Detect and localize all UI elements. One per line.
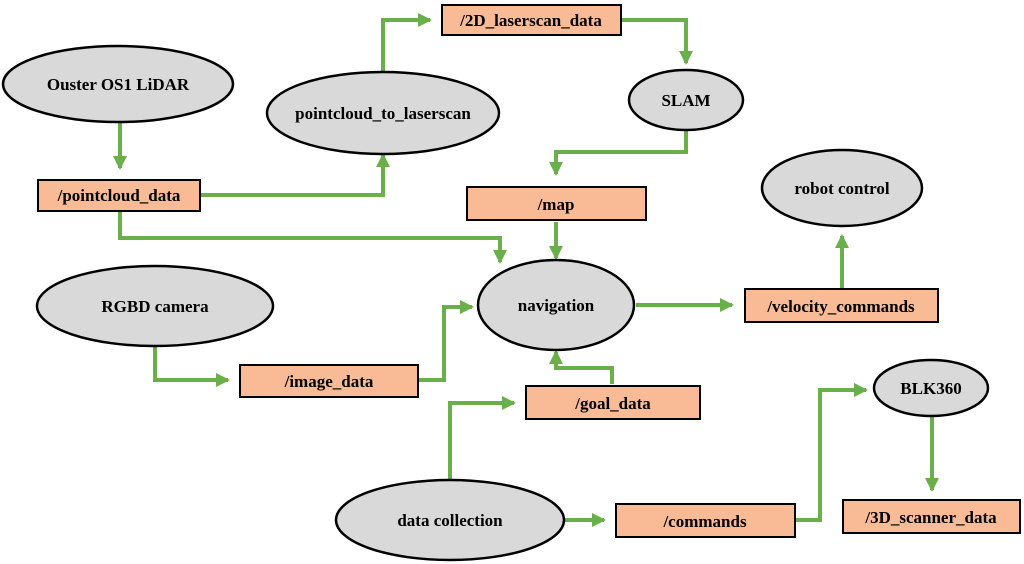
node-ouster-os1-lidar: Ouster OS1 LiDAR — [1, 44, 235, 124]
topic-2d-laserscan-data: /2D_laserscan_data — [441, 4, 622, 36]
edge-commands-to-blk360 — [795, 383, 868, 522]
node-label: navigation — [518, 296, 595, 315]
topic-label: /goal_data — [574, 394, 651, 413]
node-navigation: navigation — [476, 258, 636, 352]
edge-rgbd-to-image — [153, 345, 230, 387]
topic-label: /3D_scanner_data — [864, 508, 997, 527]
topic-label: /commands — [662, 512, 747, 531]
topic-label: /map — [537, 195, 575, 214]
edge-pointcloud-to-navigation — [118, 212, 507, 264]
edge-image-to-navigation — [418, 300, 474, 382]
node-label: SLAM — [661, 91, 710, 110]
node-label: Ouster OS1 LiDAR — [47, 75, 190, 94]
node-label: data collection — [397, 511, 503, 530]
topic-goal-data: /goal_data — [525, 385, 701, 420]
topic-3d-scanner-data: /3D_scanner_data — [842, 499, 1021, 534]
node-label: pointcloud_to_laserscan — [295, 104, 471, 123]
node-label: RGBD camera — [101, 297, 209, 316]
edge-laserscan-to-slam — [622, 18, 693, 65]
edge-pointcloud-to-pc2ls — [200, 153, 390, 197]
topic-label: /velocity_commands — [766, 297, 915, 316]
edge-pc2ls-to-laserscan — [381, 13, 432, 73]
edge-datacollection-to-goal — [448, 396, 516, 480]
node-pointcloud-to-laserscan: pointcloud_to_laserscan — [265, 70, 501, 156]
node-data-collection: data collection — [334, 478, 566, 562]
node-rgbd-camera: RGBD camera — [35, 264, 275, 348]
topic-image-data: /image_data — [239, 364, 419, 398]
edges — [113, 13, 939, 527]
topic-pointcloud-data: /pointcloud_data — [37, 179, 201, 212]
edge-slam-to-map — [549, 130, 688, 176]
node-blk360: BLK360 — [872, 358, 990, 418]
node-label: robot control — [794, 179, 890, 198]
node-robot-control: robot control — [760, 148, 924, 228]
topic-label: /image_data — [284, 372, 374, 391]
edge-goal-to-navigation — [549, 350, 614, 384]
node-label: BLK360 — [900, 379, 961, 398]
node-slam: SLAM — [627, 68, 745, 132]
topic-map: /map — [466, 186, 647, 221]
topic-velocity-commands: /velocity_commands — [744, 288, 939, 323]
topic-label: /2D_laserscan_data — [459, 11, 602, 30]
topic-label: /pointcloud_data — [57, 186, 181, 205]
topic-commands: /commands — [615, 503, 796, 538]
